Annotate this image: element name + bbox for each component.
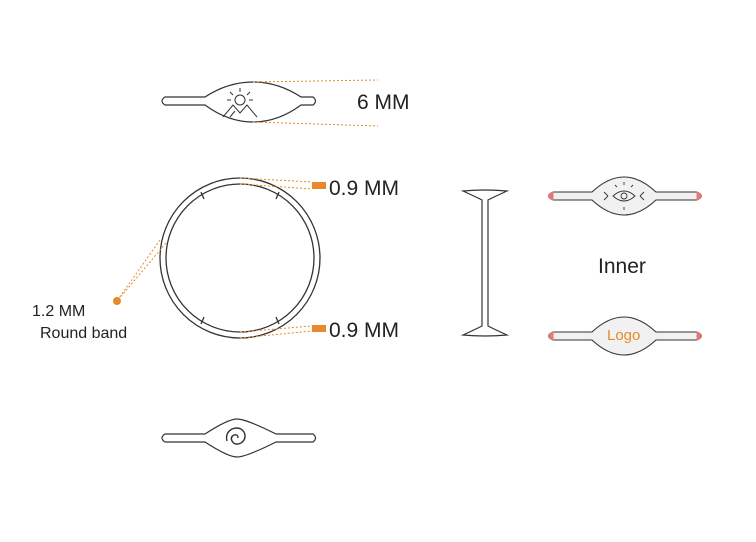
inner-label: Inner: [598, 255, 646, 278]
cross-section: [460, 189, 510, 337]
marker-top: [312, 182, 326, 189]
dimension-bottom-thickness: 0.9 MM: [329, 319, 400, 342]
inner-bottom-band: [547, 316, 703, 356]
dimension-top-thickness: 0.9 MM: [329, 177, 400, 200]
spiral-icon: [225, 427, 246, 445]
marker-bottom: [312, 325, 326, 332]
top-view-band: [161, 81, 317, 123]
dimension-band-width: 6 MM: [357, 91, 410, 114]
inner-top-band: [547, 176, 703, 216]
sun-mountains-icon: [222, 88, 258, 118]
eye-icon: [603, 182, 645, 210]
dimension-lines-ring: [116, 177, 313, 339]
bottom-view-band: [161, 418, 317, 458]
marker-round-band: [113, 297, 121, 305]
dimension-profile-type: Round band: [40, 325, 128, 342]
dimension-profile-size: 1.2 MM: [32, 303, 86, 320]
ring-outline: [159, 177, 321, 339]
logo-label: Logo: [607, 327, 641, 344]
dimension-lines-6mm: [252, 79, 379, 127]
